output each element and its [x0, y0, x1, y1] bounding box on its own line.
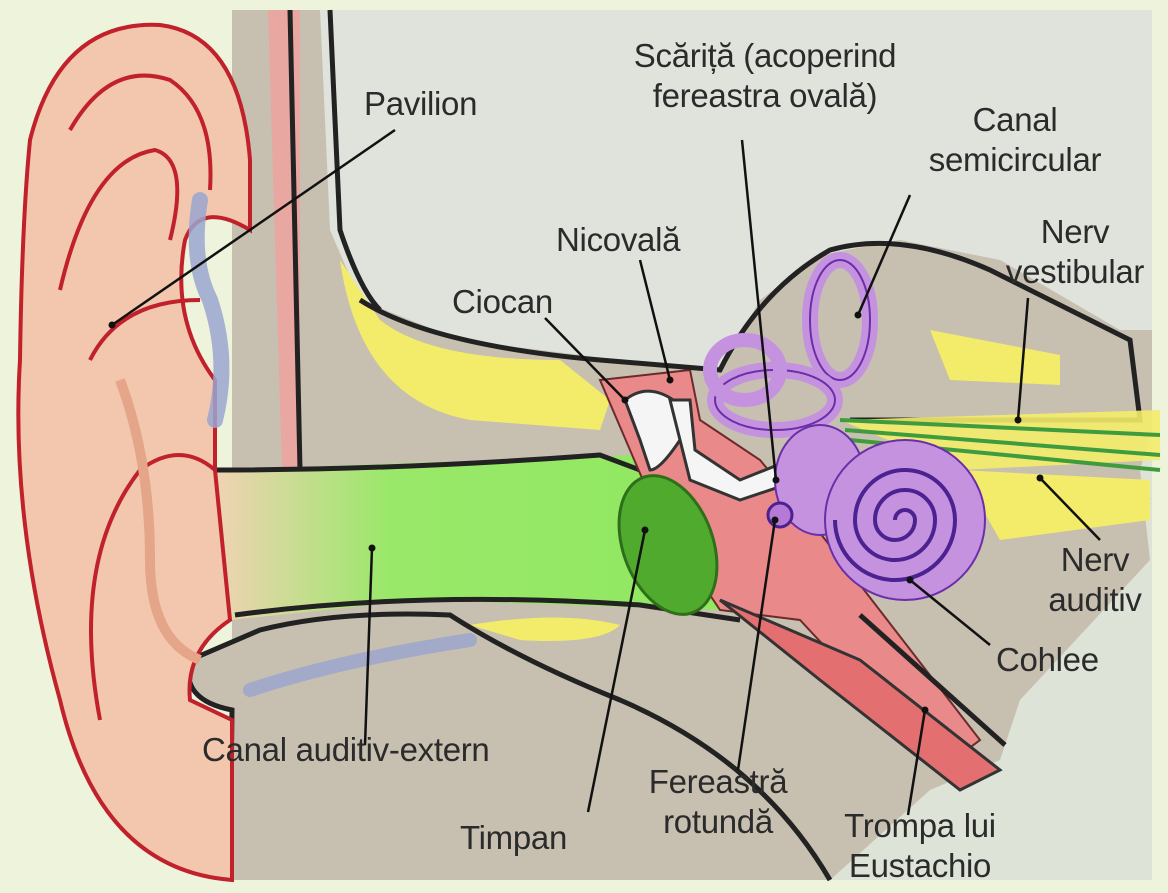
cochlea — [825, 440, 985, 600]
label-scarita-line2: fereastra ovală) — [600, 76, 930, 116]
label-fereastra-rotunda-line2: rotundă — [628, 802, 808, 842]
label-fereastra-rotunda: Fereastră rotundă — [628, 762, 808, 842]
label-fereastra-rotunda-line1: Fereastră — [628, 762, 808, 802]
label-scarita: Scăriță (acoperind fereastra ovală) — [600, 36, 930, 116]
label-nerv-vestibular-line2: vestibular — [990, 252, 1160, 292]
label-nerv-vestibular: Nerv vestibular — [990, 212, 1160, 292]
label-nerv-auditiv: Nerv auditiv — [1030, 540, 1160, 620]
label-trompa-line1: Trompa lui — [820, 806, 1020, 846]
label-scarita-line1: Scăriță (acoperind — [600, 36, 930, 76]
label-canal-semicircular: Canal semicircular — [900, 100, 1130, 180]
label-trompa-line2: Eustachio — [820, 846, 1020, 886]
label-nerv-auditiv-line2: auditiv — [1030, 580, 1160, 620]
label-nerv-vestibular-line1: Nerv — [990, 212, 1160, 252]
label-pavilion: Pavilion — [364, 84, 477, 124]
label-cohlee: Cohlee — [996, 640, 1099, 680]
label-nerv-auditiv-line1: Nerv — [1030, 540, 1160, 580]
label-canal-semicircular-line1: Canal — [900, 100, 1130, 140]
label-nicovala: Nicovală — [556, 220, 680, 260]
label-trompa-lui-eustachio: Trompa lui Eustachio — [820, 806, 1020, 886]
label-ciocan: Ciocan — [452, 282, 553, 322]
label-canal-auditiv-extern: Canal auditiv-extern — [202, 730, 490, 770]
label-timpan: Timpan — [460, 818, 567, 858]
label-canal-semicircular-line2: semicircular — [900, 140, 1130, 180]
round-window — [768, 503, 792, 527]
